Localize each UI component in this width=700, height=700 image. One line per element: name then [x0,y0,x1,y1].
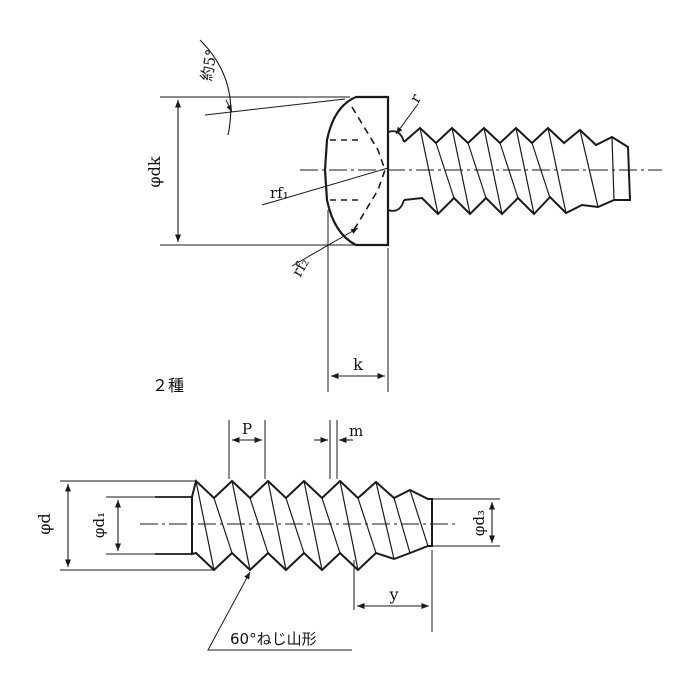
dk-label: φdk [145,156,164,187]
k-label: k [353,355,363,374]
d1-label: φd₁ [90,512,108,538]
d3-label: φd₃ [470,510,488,536]
d-label: φd [35,513,54,534]
angle-arc [199,39,232,136]
top-screw [160,39,662,392]
screw-head [323,95,390,247]
rf1-leader [261,167,389,206]
bottom-screw [60,420,500,651]
bottom-thread-outline [191,479,433,572]
thread-profile-label: 60°ねじ山形 [230,630,317,648]
thread-profile-leader [207,571,352,651]
rf1-label: rf₁ [270,184,289,202]
rf2-leader [291,227,359,267]
recess-hidden-line [351,106,386,234]
rf2-label: rf₂ [288,255,313,280]
m-label: m [349,422,363,440]
angle-label: 約5° [197,48,220,83]
p-label: P [242,420,252,438]
y-label: y [388,585,398,604]
type-heading: ２種 [152,376,184,395]
r-leader [395,103,419,135]
top-thread-outline [403,126,632,216]
r-label: r [406,90,426,106]
